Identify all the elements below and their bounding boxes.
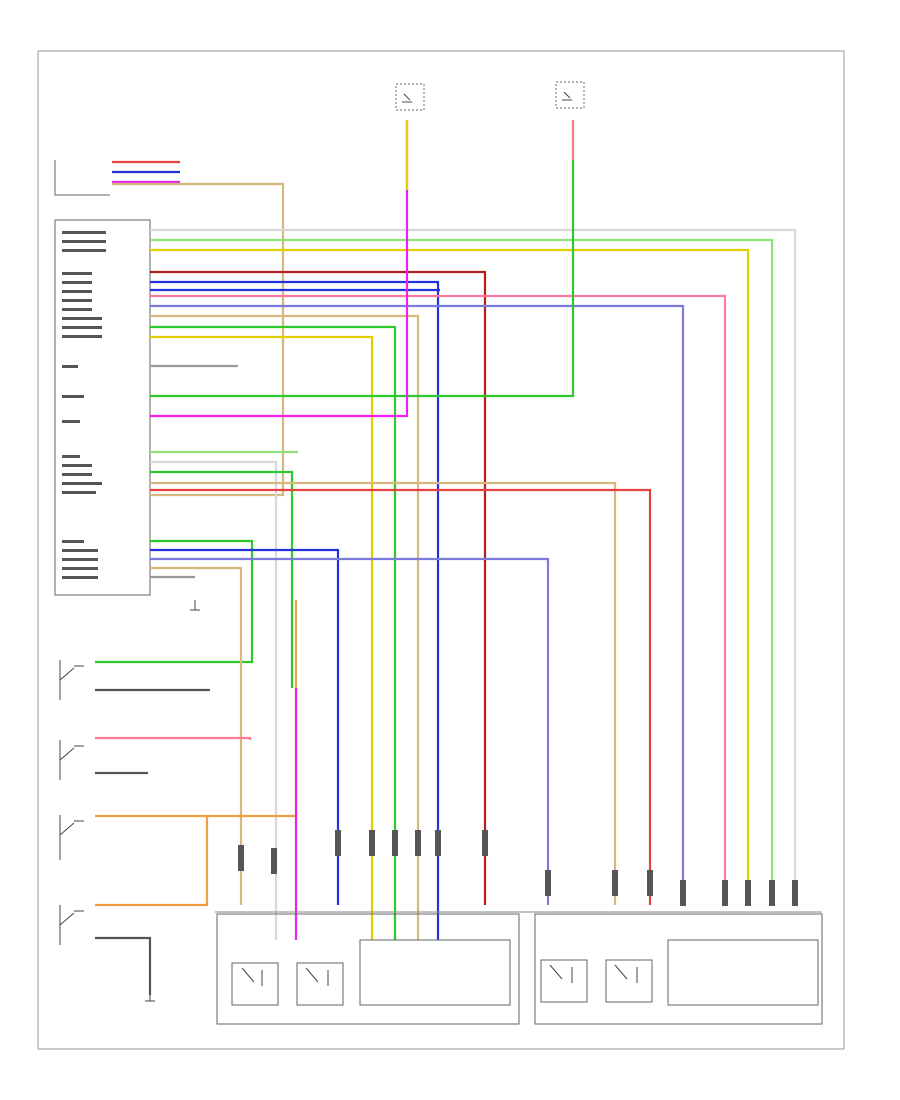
wire-green-1 [150, 238, 774, 905]
wire-orange-sw [95, 600, 298, 818]
wire-gray-3 [150, 460, 278, 940]
fuse-right [555, 81, 585, 109]
wires [95, 120, 797, 995]
right-front-switch [59, 815, 84, 860]
wire-blue-1 [150, 280, 440, 940]
wire-yellow-1 [150, 248, 750, 905]
left-seat-switch-1 [231, 962, 279, 1006]
right-rear-switch-icon [59, 905, 84, 945]
left-front-switch-icon [59, 660, 84, 700]
fuse-left [395, 83, 425, 111]
left-seat-switch-2 [296, 962, 344, 1006]
diagram-frame [37, 50, 845, 1050]
right-front-switch-icon [59, 815, 84, 860]
wire-magenta-fuse [150, 120, 409, 418]
left-seat-switch-1-icon [241, 967, 263, 986]
wire-green-fuse [150, 120, 575, 398]
right-seat-switch-2 [605, 959, 653, 1003]
wire-green-5 [95, 539, 254, 664]
ground-symbols [145, 600, 200, 1002]
left-front-switch [59, 660, 84, 700]
wire-pink-sw [95, 736, 252, 740]
wire-lavender-5 [150, 557, 550, 905]
wire-tan-5 [150, 566, 243, 905]
wire-darkred-1 [150, 270, 487, 905]
left-motor-assembly [359, 939, 511, 1006]
right-seat-assembly [534, 913, 823, 1025]
wire-tan-2 [150, 314, 420, 940]
right-seat-switch-1 [540, 959, 588, 1003]
left-rear-switch-icon [59, 740, 84, 780]
control-module [54, 160, 151, 596]
module-pin-labels [62, 231, 106, 579]
wire-gray-sw3 [95, 936, 152, 995]
wire-green-2 [150, 325, 397, 940]
wire-blue-5 [150, 548, 340, 905]
wire-white-1 [150, 228, 797, 905]
wire-orange-sw2 [95, 816, 209, 907]
wire-tan-top [112, 182, 285, 497]
right-motor-assembly [667, 939, 819, 1006]
wire-yellow-2 [150, 335, 374, 940]
left-rear-switch [59, 740, 84, 780]
right-rear-switch [59, 905, 84, 945]
wire-pink-1 [150, 294, 727, 905]
right-seat-switch-1-icon [549, 964, 573, 983]
left-seat-switch-2-icon [305, 967, 329, 986]
connector-marks [238, 830, 798, 906]
right-seat-switch-2-icon [614, 964, 638, 983]
wire-green-4 [150, 470, 294, 688]
wire-tan-4 [150, 481, 617, 905]
wire-red-4 [150, 488, 652, 905]
wire-lavender-1 [150, 304, 685, 905]
left-seat-assembly [216, 913, 520, 1025]
